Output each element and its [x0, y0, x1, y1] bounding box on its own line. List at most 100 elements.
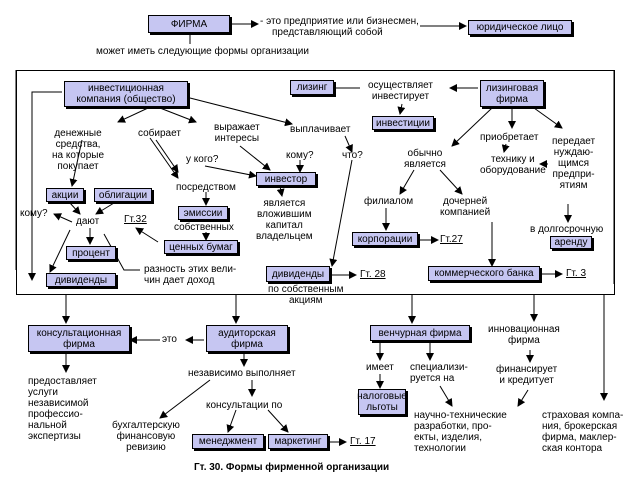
arrow-obligacii-dayut: [95, 202, 115, 215]
ref-gt28[interactable]: Гт. 28: [360, 269, 386, 280]
label-filialom: филиалом: [364, 196, 414, 207]
arrow-nezavisimo-buhgalterskuyu: [159, 379, 211, 419]
label-konsultacii: консультации по: [206, 400, 283, 411]
arrow-obychno-filialom: [399, 169, 415, 195]
ref-gt32[interactable]: Гт.32: [124, 214, 147, 225]
label-mozhet-imet: может иметь следующие формы организации: [96, 46, 309, 57]
label-den-line3: на которые: [52, 150, 105, 161]
arrow-invest-sobiraet: [117, 107, 149, 123]
arrow-konsultacii-menedzhment: [226, 409, 237, 433]
figure-caption: Гт. 30. Формы фирменной организации: [194, 462, 390, 473]
label-raznost: разность этих вели- чин дает доход: [144, 264, 236, 286]
ref-gt17[interactable]: Гт. 17: [350, 436, 376, 447]
arrow-vyrazhaet-investor: [239, 145, 271, 171]
label-innovac-line2: фирма: [508, 335, 540, 346]
label-nauchno-line2: разработки, про-: [414, 421, 492, 432]
label-pred-line4: профессио-: [28, 409, 83, 420]
label-obychno-yavlyaetsya: обычно является: [404, 148, 446, 170]
label-den-line2: средства,: [55, 139, 101, 150]
label-buh-line2: финансовую: [116, 431, 176, 442]
label-komu-2: кому?: [20, 208, 48, 219]
arrow-lizingfirma-obychno: [451, 107, 493, 147]
label-yavl-line3: капитал: [265, 220, 303, 231]
node-invest-company: инвестиционная компания (общество): [64, 81, 188, 107]
label-vyplachivaet: выплачивает: [290, 124, 351, 135]
label-yavl-line1: является: [263, 198, 306, 209]
label-po-sobst-line1: по собственным: [268, 284, 344, 295]
label-peredaet: передает нуждаю- щимся предпри- ятиям: [552, 136, 595, 191]
label-firma-definition: - это предприятие или бизнесмен, предста…: [260, 16, 419, 38]
arrow-specializ-nauchno: [439, 385, 453, 407]
ref-gt3[interactable]: Гт. 3: [566, 268, 587, 279]
label-pred-line6: экспертизы: [28, 431, 81, 442]
label-den-line1: денежные: [54, 128, 102, 139]
label-peredaet-line4: предпри-: [552, 169, 595, 180]
label-pred-line2: услуги: [28, 387, 58, 398]
label-vyrazhaet-line2: интересы: [214, 133, 260, 144]
line-left-loop: [28, 91, 62, 281]
arrow-osushchestvlyaet-investicii: [397, 103, 406, 115]
label-firma-definition-line1: - это предприятие или бизнесмен,: [260, 16, 419, 27]
node-emissii: эмиссии: [178, 206, 228, 220]
label-firma-definition-line2: представляющий собой: [272, 27, 383, 38]
label-finansiruet: финансирует и кредитует: [496, 364, 557, 386]
node-konsult-firma-line2: фирма: [63, 338, 95, 350]
label-osushchestvlyaet: осуществляет инвестирует: [368, 80, 433, 102]
node-konsult-firma-line1: консультационная: [36, 327, 122, 339]
label-posredstvom: посредством: [176, 182, 236, 193]
node-invest-company-line2: компания (общество): [76, 94, 176, 105]
label-buhgalterskuyu: бухгалтерскую финансовую ревизию: [112, 420, 180, 453]
node-audit-firma: аудиторская фирма: [206, 325, 288, 352]
node-investor: инвестор: [256, 172, 316, 186]
node-nalog-lgoty-line1: налоговые: [357, 391, 407, 402]
arrow-finansiruet-nauchno: [517, 389, 529, 407]
label-spec-line2: руется на: [410, 373, 455, 384]
label-u-kogo: у кого?: [186, 154, 219, 165]
label-nauchno-line4: технологии: [414, 443, 467, 454]
label-dayut: дают: [76, 216, 100, 227]
label-denezhnye-sredstva: денежные средства, на которые покупает: [52, 128, 104, 172]
label-raznost-line1: разность этих вели-: [144, 264, 237, 275]
label-spec-line1: специализи-: [410, 362, 468, 373]
label-den-line4: покупает: [57, 161, 99, 172]
label-sobiraet: собирает: [138, 128, 181, 139]
label-peredaet-line1: передает: [552, 136, 596, 147]
node-procent: процент: [66, 246, 116, 260]
arrow-sobiraet-akcii: [69, 139, 83, 187]
label-yavl-line4: владельцем: [256, 231, 313, 242]
label-v-dolgosrochnuyu: в долгосрочную: [530, 224, 604, 235]
label-fin-line1: финансирует: [496, 364, 558, 375]
label-peredaet-line3: щимся: [557, 158, 590, 169]
label-innovac-line1: инновационная: [488, 324, 560, 335]
node-investicii: инвестиции: [372, 116, 434, 130]
node-konsult-firma: консультационная фирма: [28, 325, 130, 352]
node-lizing-firma-line2: фирма: [496, 93, 528, 105]
label-nauchno-line3: екты, изделия,: [414, 432, 483, 443]
node-audit-firma-line1: аудиторская: [218, 327, 276, 339]
arrow-dayut-dividendy: [49, 229, 71, 273]
node-cennyh-bumag: ценных бумаг: [164, 240, 238, 254]
node-obligacii: облигации: [94, 188, 152, 202]
node-firma: ФИРМА: [148, 15, 230, 33]
label-peredaet-line2: нуждаю-: [553, 147, 594, 158]
node-lizing-firma: лизинговая фирма: [480, 80, 544, 107]
label-osushchestvlyaet-line2: инвестирует: [371, 91, 430, 102]
label-komu-1: кому?: [286, 150, 314, 161]
node-audit-firma-line2: фирма: [231, 338, 263, 350]
arrow-sobiraet-posredstvom: [149, 137, 179, 179]
label-raznost-line2: чин дает доход: [144, 275, 215, 286]
label-strah-line2: ния, брокерская: [542, 421, 618, 432]
label-vyrazhaet-line1: выражает: [214, 122, 260, 133]
label-fin-line2: и кредитует: [499, 375, 554, 386]
label-sobstvennyh: собственных: [174, 222, 234, 233]
arrow-investor-yavlyaetsya: [276, 185, 285, 197]
arrow-invest-vyrazhaet: [159, 107, 197, 124]
label-priobretaet: приобретает: [480, 132, 539, 143]
label-strah-line1: страховая компа-: [542, 410, 624, 421]
label-yavlyaetsya-vlozhivshim: является вложившим капитал владельцем: [256, 198, 313, 242]
label-eto: это: [162, 334, 177, 345]
node-akcii: акции: [46, 188, 84, 202]
ref-gt27[interactable]: Гт.27: [440, 234, 463, 245]
organization-forms-frame: [16, 70, 615, 295]
label-strah-line4: ская контора: [542, 443, 603, 454]
